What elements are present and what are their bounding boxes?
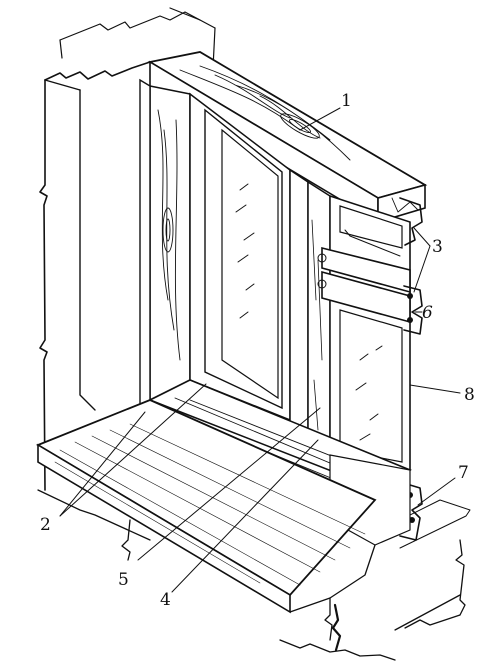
frame-left-jamb <box>139 78 191 407</box>
callout-4: 4 <box>160 590 171 610</box>
frame-head <box>147 51 428 224</box>
leader-lines <box>59 107 461 593</box>
callout-6: 6 <box>422 303 433 323</box>
callout-3: 3 <box>432 237 443 257</box>
windowsill-board <box>35 399 377 614</box>
callout-5: 5 <box>118 570 129 590</box>
edge-profile <box>379 197 471 549</box>
wall-section <box>39 7 216 491</box>
seal-dot <box>407 293 413 299</box>
center-mullion <box>289 168 331 457</box>
callout-8: 8 <box>464 385 475 405</box>
callout-7: 7 <box>458 463 469 483</box>
callout-1: 1 <box>341 91 352 111</box>
callout-labels: 1 2 3 4 5 6 7 8 <box>40 91 475 610</box>
sash-right <box>317 194 411 471</box>
callout-2: 2 <box>40 515 51 535</box>
wall-lower <box>121 519 466 661</box>
sash-left <box>189 92 291 422</box>
seal-dot <box>407 317 413 323</box>
